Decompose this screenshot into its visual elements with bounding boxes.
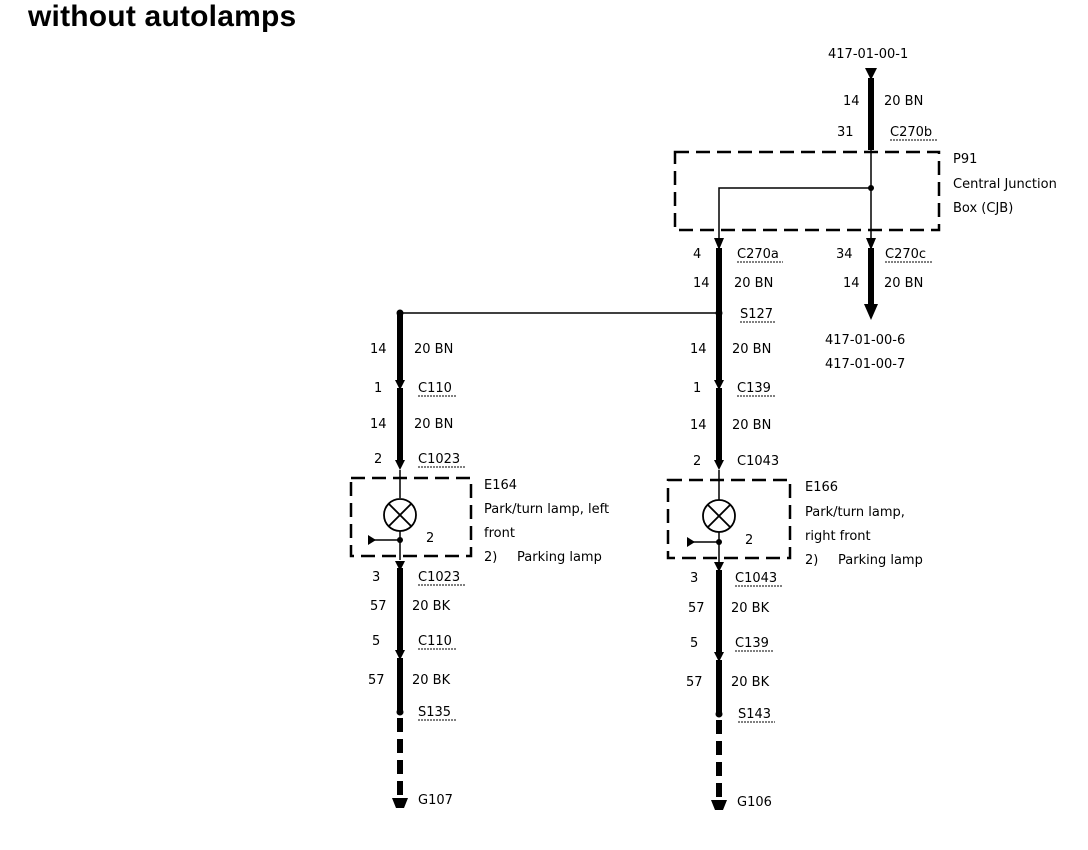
left-c1023-top-pin: 2 [374,452,382,467]
right-c139-connector-icon [714,380,724,390]
cjb-ref: P91 [953,152,977,167]
cjb-name-1: Central Junction [953,177,1057,192]
left-seg1-circuit: 14 [370,342,387,357]
right-c1043-bot-pin: 3 [690,571,698,586]
right-splice-label: S143 [738,707,771,722]
left-c1023-top-connector-icon [395,460,405,470]
left-splice-dot [396,708,404,716]
right-seg2-circuit: 14 [690,418,707,433]
left-lamp-line2: front [484,526,515,541]
page-title: without autolamps [28,0,297,33]
left-lamp-box [349,476,473,558]
right-ground-label: G106 [737,795,772,810]
bulb-icon [702,499,736,533]
arrow-in-icon [865,68,877,80]
s127-label: S127 [740,307,773,322]
left-c1023-bot-connector-icon [395,561,405,571]
left-lamp-line1: Park/turn lamp, left [484,502,609,517]
right-c139-bot-pin: 5 [690,636,698,651]
c270a-circuit: 14 [693,276,710,291]
right-splice-dot [715,710,723,718]
left-seg4-wire: 20 BK [412,673,451,688]
right-seg3-wire: 20 BK [731,601,770,616]
right-seg4-circuit: 57 [686,675,703,690]
right-lamp-box [666,478,792,560]
cjb-name-2: Box (CJB) [953,201,1013,216]
left-filament-num: 2 [426,531,434,546]
left-seg3-wire: 20 BK [412,599,451,614]
right-fil-label-num: 2) [805,553,818,568]
right-c139-bot-label: C139 [735,636,769,651]
right-filament-num: 2 [745,533,753,548]
right-c139-label: C139 [737,381,771,396]
left-c110-label: C110 [418,381,452,396]
right-c139-pin: 1 [693,381,701,396]
feed-circuit: 14 [843,94,860,109]
right-lamp-line2: right front [805,529,871,544]
c270b-label: C270b [890,125,932,140]
c270c-label: C270c [885,247,926,262]
left-fil-label-num: 2) [484,550,497,565]
filament-arrow-icon [687,537,695,547]
left-c1023-bot-label: C1023 [418,570,460,585]
left-c1023-top-label: C1023 [418,452,460,467]
right-lamp-line1: Park/turn lamp, [805,505,905,520]
c270a-pin: 4 [693,247,701,262]
c270a-label: C270a [737,247,779,262]
right-c1043-top-pin: 2 [693,454,701,469]
c270c-connector-icon [866,238,876,250]
left-c110-bot-label: C110 [418,634,452,649]
right-fil-label: Parking lamp [838,553,923,568]
ground-icon [392,798,408,808]
left-branch: 14 20 BN 1 C110 14 20 BN 2 C1023 2 E164 … [349,313,609,808]
right-c1043-top-label: C1043 [737,454,779,469]
cjb-internal-branch [718,187,871,240]
c270b-pin: 31 [837,125,854,140]
arrow-out-icon [864,304,878,320]
left-c110-pin: 1 [374,381,382,396]
right-c139-bot-connector-icon [714,652,724,662]
bulb-icon [383,498,417,532]
c270c-circuit: 14 [843,276,860,291]
left-seg1-wire: 20 BN [414,342,453,357]
left-seg3-circuit: 57 [370,599,387,614]
right-seg4-wire: 20 BK [731,675,770,690]
c270a-connector-icon [714,238,724,250]
right-branch: 14 20 BN 1 C139 14 20 BN 2 C1043 2 E166 … [666,313,923,810]
cjb-box [673,150,941,232]
right-seg3-circuit: 57 [688,601,705,616]
left-c110-bot-connector-icon [395,650,405,660]
right-c1043-bot-label: C1043 [735,571,777,586]
right-seg2-wire: 20 BN [732,418,771,433]
c270c-pin: 34 [836,247,853,262]
right-seg1-circuit: 14 [690,342,707,357]
right-seg1-wire: 20 BN [732,342,771,357]
page-ref-top: 417-01-00-1 [828,47,908,62]
feed-wire: 20 BN [884,94,923,109]
left-seg2-circuit: 14 [370,417,387,432]
c270c-wire: 20 BN [884,276,923,291]
left-seg4-circuit: 57 [368,673,385,688]
filament-arrow-icon [368,535,376,545]
left-c110-bot-pin: 5 [372,634,380,649]
right-lamp-ref: E166 [805,480,838,495]
c270c-ref1: 417-01-00-6 [825,333,905,348]
c270a-wire: 20 BN [734,276,773,291]
c270c-ref2: 417-01-00-7 [825,357,905,372]
left-fil-label: Parking lamp [517,550,602,565]
left-c1023-bot-pin: 3 [372,570,380,585]
left-ground-label: G107 [418,793,453,808]
right-c1043-top-connector-icon [714,460,724,470]
left-c110-connector-icon [395,380,405,390]
left-lamp-ref: E164 [484,478,517,493]
left-seg2-wire: 20 BN [414,417,453,432]
ground-icon [711,800,727,810]
right-c1043-bot-connector-icon [714,562,724,572]
left-splice-label: S135 [418,705,451,720]
